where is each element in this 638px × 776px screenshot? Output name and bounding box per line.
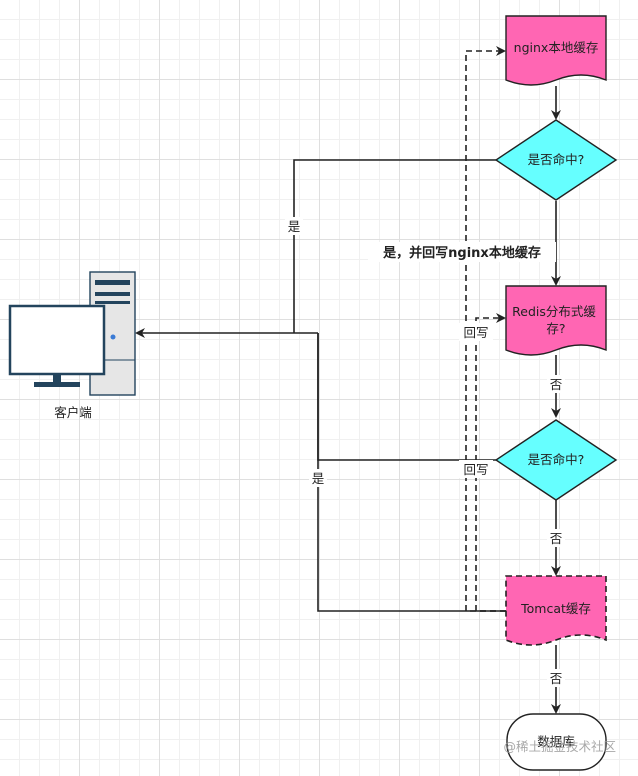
redis-cache-node: Redis分布式缓 存? xyxy=(505,285,607,356)
edge-label-hit-1-writeback: 是，并回写nginx本地缓存 xyxy=(382,245,541,261)
decision2-label: 是否命中? xyxy=(528,452,585,467)
database-label: 数据库 xyxy=(537,734,575,749)
edge-label-miss-2: 否 xyxy=(550,531,563,546)
edge-labels: 是 是，并回写nginx本地缓存 回写 否 回写 是 否 否 xyxy=(285,217,565,687)
connectors xyxy=(135,86,561,714)
tomcat-cache-label: Tomcat缓存 xyxy=(520,601,591,616)
redis-cache-label-line1: Redis分布式缓 xyxy=(512,304,596,319)
edge-label-writeback-1: 回写 xyxy=(463,325,488,340)
edge-label-hit-1: 是 xyxy=(288,219,301,234)
decision2-shape xyxy=(494,419,618,501)
edge-label-miss-1: 否 xyxy=(550,377,563,392)
watermark: @稀土掘金技术社区 xyxy=(503,739,616,754)
tomcat-cache-node: Tomcat缓存 xyxy=(505,575,607,646)
client-node: 客户端 xyxy=(8,271,136,420)
tomcat-cache-shape xyxy=(505,575,607,646)
redis-cache-label-line2: 存? xyxy=(546,321,565,336)
edge-decision2-hit-to-client xyxy=(317,333,496,461)
nginx-cache-shape xyxy=(505,15,607,86)
monitor-icon xyxy=(8,304,106,387)
redis-cache-label: Redis分布式缓 存? xyxy=(512,304,600,336)
edge-decision1-hit-to-client xyxy=(293,159,496,333)
nginx-cache-node: nginx本地缓存 xyxy=(505,15,607,86)
edge-label-writeback-2: 回写 xyxy=(463,462,488,477)
edge-label-miss-3: 否 xyxy=(550,671,563,686)
database-node: 数据库 xyxy=(506,713,607,771)
decision2-node: 是否命中? xyxy=(494,419,618,501)
edge-tomcat-to-client xyxy=(317,333,506,612)
edge-writeback-tomcat-to-redis xyxy=(475,313,506,612)
redis-cache-shape xyxy=(505,285,607,356)
client-label: 客户端 xyxy=(54,405,92,420)
database-shape xyxy=(506,713,607,771)
edge-label-hit-2: 是 xyxy=(312,471,325,486)
decision1-node: 是否命中? xyxy=(494,119,618,201)
decision1-label: 是否命中? xyxy=(528,152,585,167)
decision1-shape xyxy=(494,119,618,201)
nginx-cache-label: nginx本地缓存 xyxy=(514,40,599,55)
